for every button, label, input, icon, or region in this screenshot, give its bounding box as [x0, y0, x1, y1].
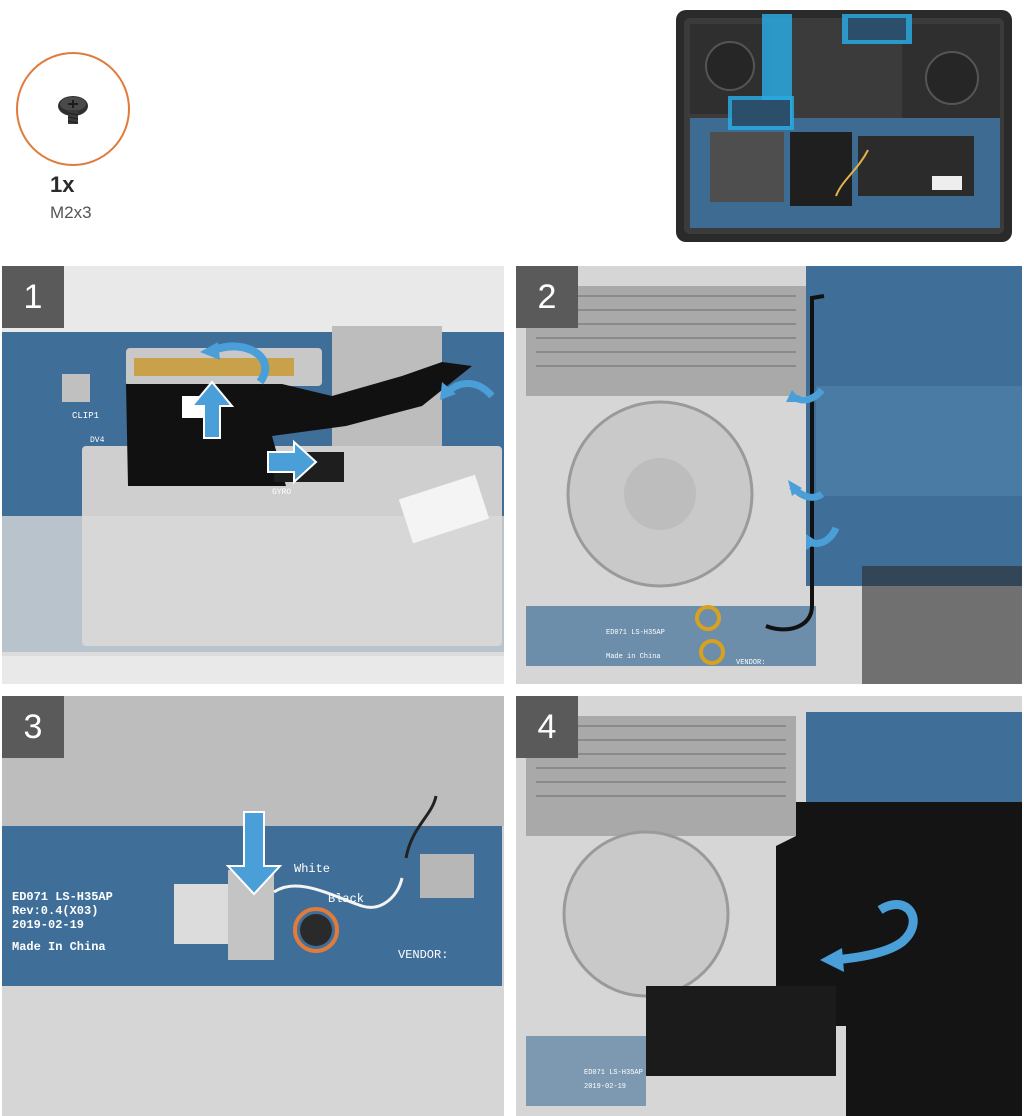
- screw-icon: [58, 96, 88, 124]
- curved-arrow-icon: [788, 480, 825, 501]
- label-white: White: [294, 862, 330, 876]
- label-board: ED071 LS-H35AP: [584, 1069, 643, 1077]
- label-dv4: DV4: [90, 436, 105, 445]
- step-4-arrows: [820, 900, 918, 972]
- step-2-illustration: [516, 266, 1022, 684]
- step-3-illustration: [2, 696, 504, 1116]
- step-1-illustration: [2, 266, 504, 684]
- label-made-in: Made in China: [606, 653, 661, 661]
- step-4-panel: 4 ED071 LS-H35AP 2019-02-19: [516, 696, 1022, 1116]
- label-vendor: VENDOR:: [736, 659, 765, 667]
- label-rev: Rev:0.4(X03): [12, 904, 98, 918]
- label-made-in: Made In China: [12, 940, 106, 954]
- arrow-up-icon: [189, 380, 235, 439]
- step-2-arrows: [695, 387, 840, 665]
- curved-arrow-icon: [200, 342, 270, 385]
- step-number: 2: [516, 266, 578, 328]
- step-3-arrows: [225, 811, 339, 953]
- screw-size: M2x3: [50, 203, 92, 222]
- curved-arrow-icon: [806, 526, 840, 550]
- step-number: 3: [2, 696, 64, 758]
- screw-callout: [16, 52, 130, 166]
- step-1-panel: 1 CLIP1 DV4 GYRO: [2, 266, 504, 684]
- label-date: 2019-02-19: [12, 918, 84, 932]
- step-1-arrows: [189, 342, 495, 485]
- screw-quantity: 1x: [50, 172, 75, 197]
- screw-highlight: [293, 907, 339, 953]
- label-board: ED071 LS-H35AP: [606, 629, 665, 637]
- label-black: Black: [328, 892, 364, 906]
- step-number: 1: [2, 266, 64, 328]
- step-2-panel: 2 ED071 LS-H35AP Made in China VENDOR:: [516, 266, 1022, 684]
- curved-arrow-icon: [820, 900, 918, 972]
- curved-arrow-icon: [786, 387, 825, 404]
- curved-arrow-icon: [440, 380, 495, 400]
- arrow-down-icon: [225, 811, 283, 896]
- label-gyro: GYRO: [272, 488, 291, 497]
- screw-highlight: [695, 605, 725, 665]
- overview-laptop-image: [672, 0, 1016, 248]
- label-vendor: VENDOR:: [398, 948, 448, 962]
- label-board: ED071 LS-H35AP: [12, 890, 113, 904]
- step-number: 4: [516, 696, 578, 758]
- step-3-panel: 3 ED071 LS-H35AP Rev:0.4(X03) 2019-02-19…: [2, 696, 504, 1116]
- label-date: 2019-02-19: [584, 1083, 626, 1091]
- arrow-right-icon: [267, 439, 318, 485]
- label-clip1: CLIP1: [72, 411, 99, 421]
